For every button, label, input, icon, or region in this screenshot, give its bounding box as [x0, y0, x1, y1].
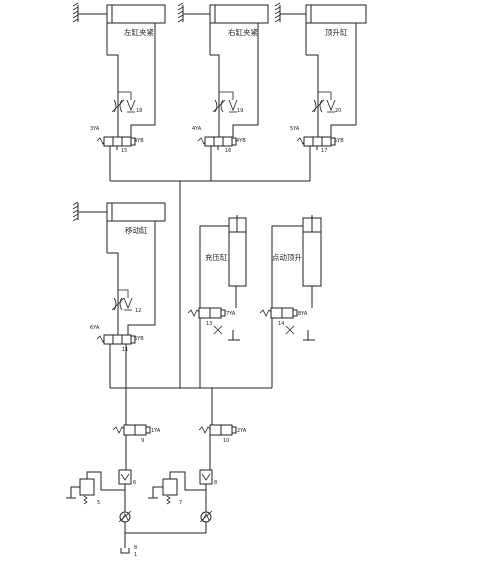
solenoid-label: 7YA: [226, 311, 236, 317]
solenoid-label: 5YB: [334, 138, 344, 144]
directional-valve-17: 5YA 5YB 17: [290, 126, 344, 181]
valve-number: 15: [121, 148, 127, 154]
directional-valve-15: 3YA 4YB 15: [90, 126, 144, 181]
pump-1: [118, 510, 132, 533]
cylinder-label: 右缸夹紧: [228, 27, 258, 37]
tank-label: 8: [134, 545, 137, 551]
solenoid-label: 6YB: [134, 336, 144, 342]
solenoid-label: 5YA: [290, 126, 300, 132]
valve-number: 11: [122, 347, 128, 353]
component-number: 5: [97, 500, 100, 506]
branch-3: 20: [306, 54, 357, 137]
throttle-number: 12: [135, 308, 141, 314]
tank-symbol: 8 1: [120, 533, 137, 558]
valve-number: 17: [321, 148, 327, 154]
cylinder-label: 充压缸: [205, 252, 228, 262]
cylinder-lift: 顶升缸: [274, 2, 367, 55]
solenoid-label: 6YA: [90, 325, 100, 331]
cylinder-label: 左缸夹紧: [124, 27, 154, 37]
component-number: 7: [179, 500, 182, 506]
throttle-number: 20: [335, 108, 341, 114]
check-valve-8: 8: [199, 469, 217, 512]
cylinder-move: 移动缸: [72, 201, 166, 253]
solenoid-label: 8YA: [298, 311, 308, 317]
component-number: 8: [214, 480, 217, 486]
cylinder-label: 移动缸: [125, 225, 148, 235]
check-valve-6: 6: [118, 469, 136, 512]
cylinder-jog-lift: 点动顶升: [271, 215, 322, 310]
main-valve-10: 2YA 10: [198, 424, 247, 470]
valve-number: 14: [278, 321, 284, 327]
main-valve-9: 1YA 9: [112, 424, 161, 470]
relief-valve-7: 7: [148, 471, 206, 506]
cylinder-label: 顶升缸: [325, 27, 348, 37]
solenoid-label: 4YB: [134, 138, 144, 144]
directional-valve-11: 6YA 6YB 11: [90, 325, 144, 388]
component-number: 6: [133, 480, 136, 486]
solenoid-label: 3YA: [90, 126, 100, 132]
cylinder-charge: 充压缸: [199, 215, 247, 310]
directional-valve-16: 4YA 4YB 16: [192, 126, 246, 181]
valve-number: 10: [223, 438, 229, 444]
cylinder-left-clamp: 左缸夹紧: [72, 2, 166, 55]
solenoid-label: 4YA: [192, 126, 202, 132]
solenoid-label: 1YA: [151, 428, 161, 434]
directional-valve-14: 8YA 14: [259, 286, 315, 388]
throttle-number: 18: [136, 108, 142, 114]
tank-label: 1: [134, 552, 137, 558]
valve-number: 16: [225, 148, 231, 154]
solenoid-label: 2YA: [237, 428, 247, 434]
branch-2: 19: [210, 54, 259, 137]
branch-1: 18: [107, 54, 156, 137]
throttle-number: 19: [237, 108, 243, 114]
solenoid-label: 4YB: [236, 138, 246, 144]
relief-valve-5: 5: [66, 471, 125, 506]
cylinder-right-clamp: 右缸夹紧: [177, 2, 269, 55]
directional-valve-13: 7YA 13: [187, 286, 240, 388]
valve-number: 9: [141, 438, 144, 444]
pump-2: [199, 510, 213, 533]
branch-4: 12: [107, 252, 156, 335]
valve-number: 13: [206, 321, 212, 327]
cylinder-label: 点动顶升: [272, 252, 302, 262]
